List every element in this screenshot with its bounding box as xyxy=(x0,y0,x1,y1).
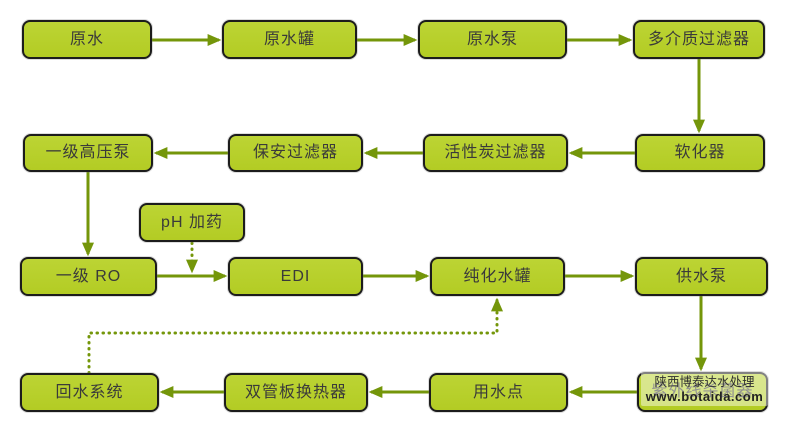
node-raw-water-pump: 原水泵 xyxy=(418,20,567,59)
node-double-tubesheet-heat-exchanger-label: 双管板换热器 xyxy=(244,383,347,401)
node-first-stage-ro: 一级 RO xyxy=(20,257,157,296)
node-water-use-point-label: 用水点 xyxy=(472,383,524,401)
node-softener-label: 软化器 xyxy=(674,144,726,161)
node-return-water-system: 回水系统 xyxy=(20,373,159,412)
node-security-filter: 保安过滤器 xyxy=(228,134,363,172)
node-return-water-system-label: 回水系统 xyxy=(55,383,124,401)
node-double-tubesheet-heat-exchanger: 双管板换热器 xyxy=(224,373,368,412)
node-softener: 软化器 xyxy=(635,134,765,172)
node-uv-sterilizer: 紫外线杀菌器 xyxy=(637,372,768,412)
node-activated-carbon-filter-label: 活性炭过滤器 xyxy=(444,144,547,161)
node-purified-water-tank: 纯化水罐 xyxy=(430,257,565,296)
node-ph-dosing: pH 加药 xyxy=(139,203,245,242)
node-first-stage-ro-label: 一级 RO xyxy=(55,267,122,285)
watermark-url: www.botaida.com xyxy=(645,388,764,404)
node-first-stage-hp-pump: 一级高压泵 xyxy=(23,134,153,172)
node-uv-sterilizer-label: 紫外线杀菌器 xyxy=(651,383,754,400)
node-multimedia-filter-label: 多介质过滤器 xyxy=(647,30,750,48)
node-raw-water: 原水 xyxy=(22,20,152,59)
node-multimedia-filter: 多介质过滤器 xyxy=(633,20,765,59)
watermark-company: 陕西博泰达水处理 xyxy=(654,374,755,389)
node-raw-water-label: 原水 xyxy=(69,30,104,48)
node-edi-label: EDI xyxy=(280,267,311,285)
dotted-arrow-return-water-to-purified-water-tank xyxy=(87,297,503,375)
node-raw-water-tank-label: 原水罐 xyxy=(263,30,315,48)
node-first-stage-hp-pump-label: 一级高压泵 xyxy=(45,144,131,161)
node-ph-dosing-label: pH 加药 xyxy=(161,213,223,231)
node-water-use-point: 用水点 xyxy=(429,373,568,412)
node-security-filter-label: 保安过滤器 xyxy=(252,144,338,161)
node-edi: EDI xyxy=(228,257,363,296)
node-purified-water-tank-label: 纯化水罐 xyxy=(463,267,532,285)
node-supply-pump: 供水泵 xyxy=(635,257,768,296)
node-raw-water-pump-label: 原水泵 xyxy=(466,30,518,48)
watermark: 陕西博泰达水处理 www.botaida.com xyxy=(641,372,768,406)
node-activated-carbon-filter: 活性炭过滤器 xyxy=(423,134,568,172)
node-supply-pump-label: 供水泵 xyxy=(675,267,727,285)
node-raw-water-tank: 原水罐 xyxy=(222,20,357,59)
